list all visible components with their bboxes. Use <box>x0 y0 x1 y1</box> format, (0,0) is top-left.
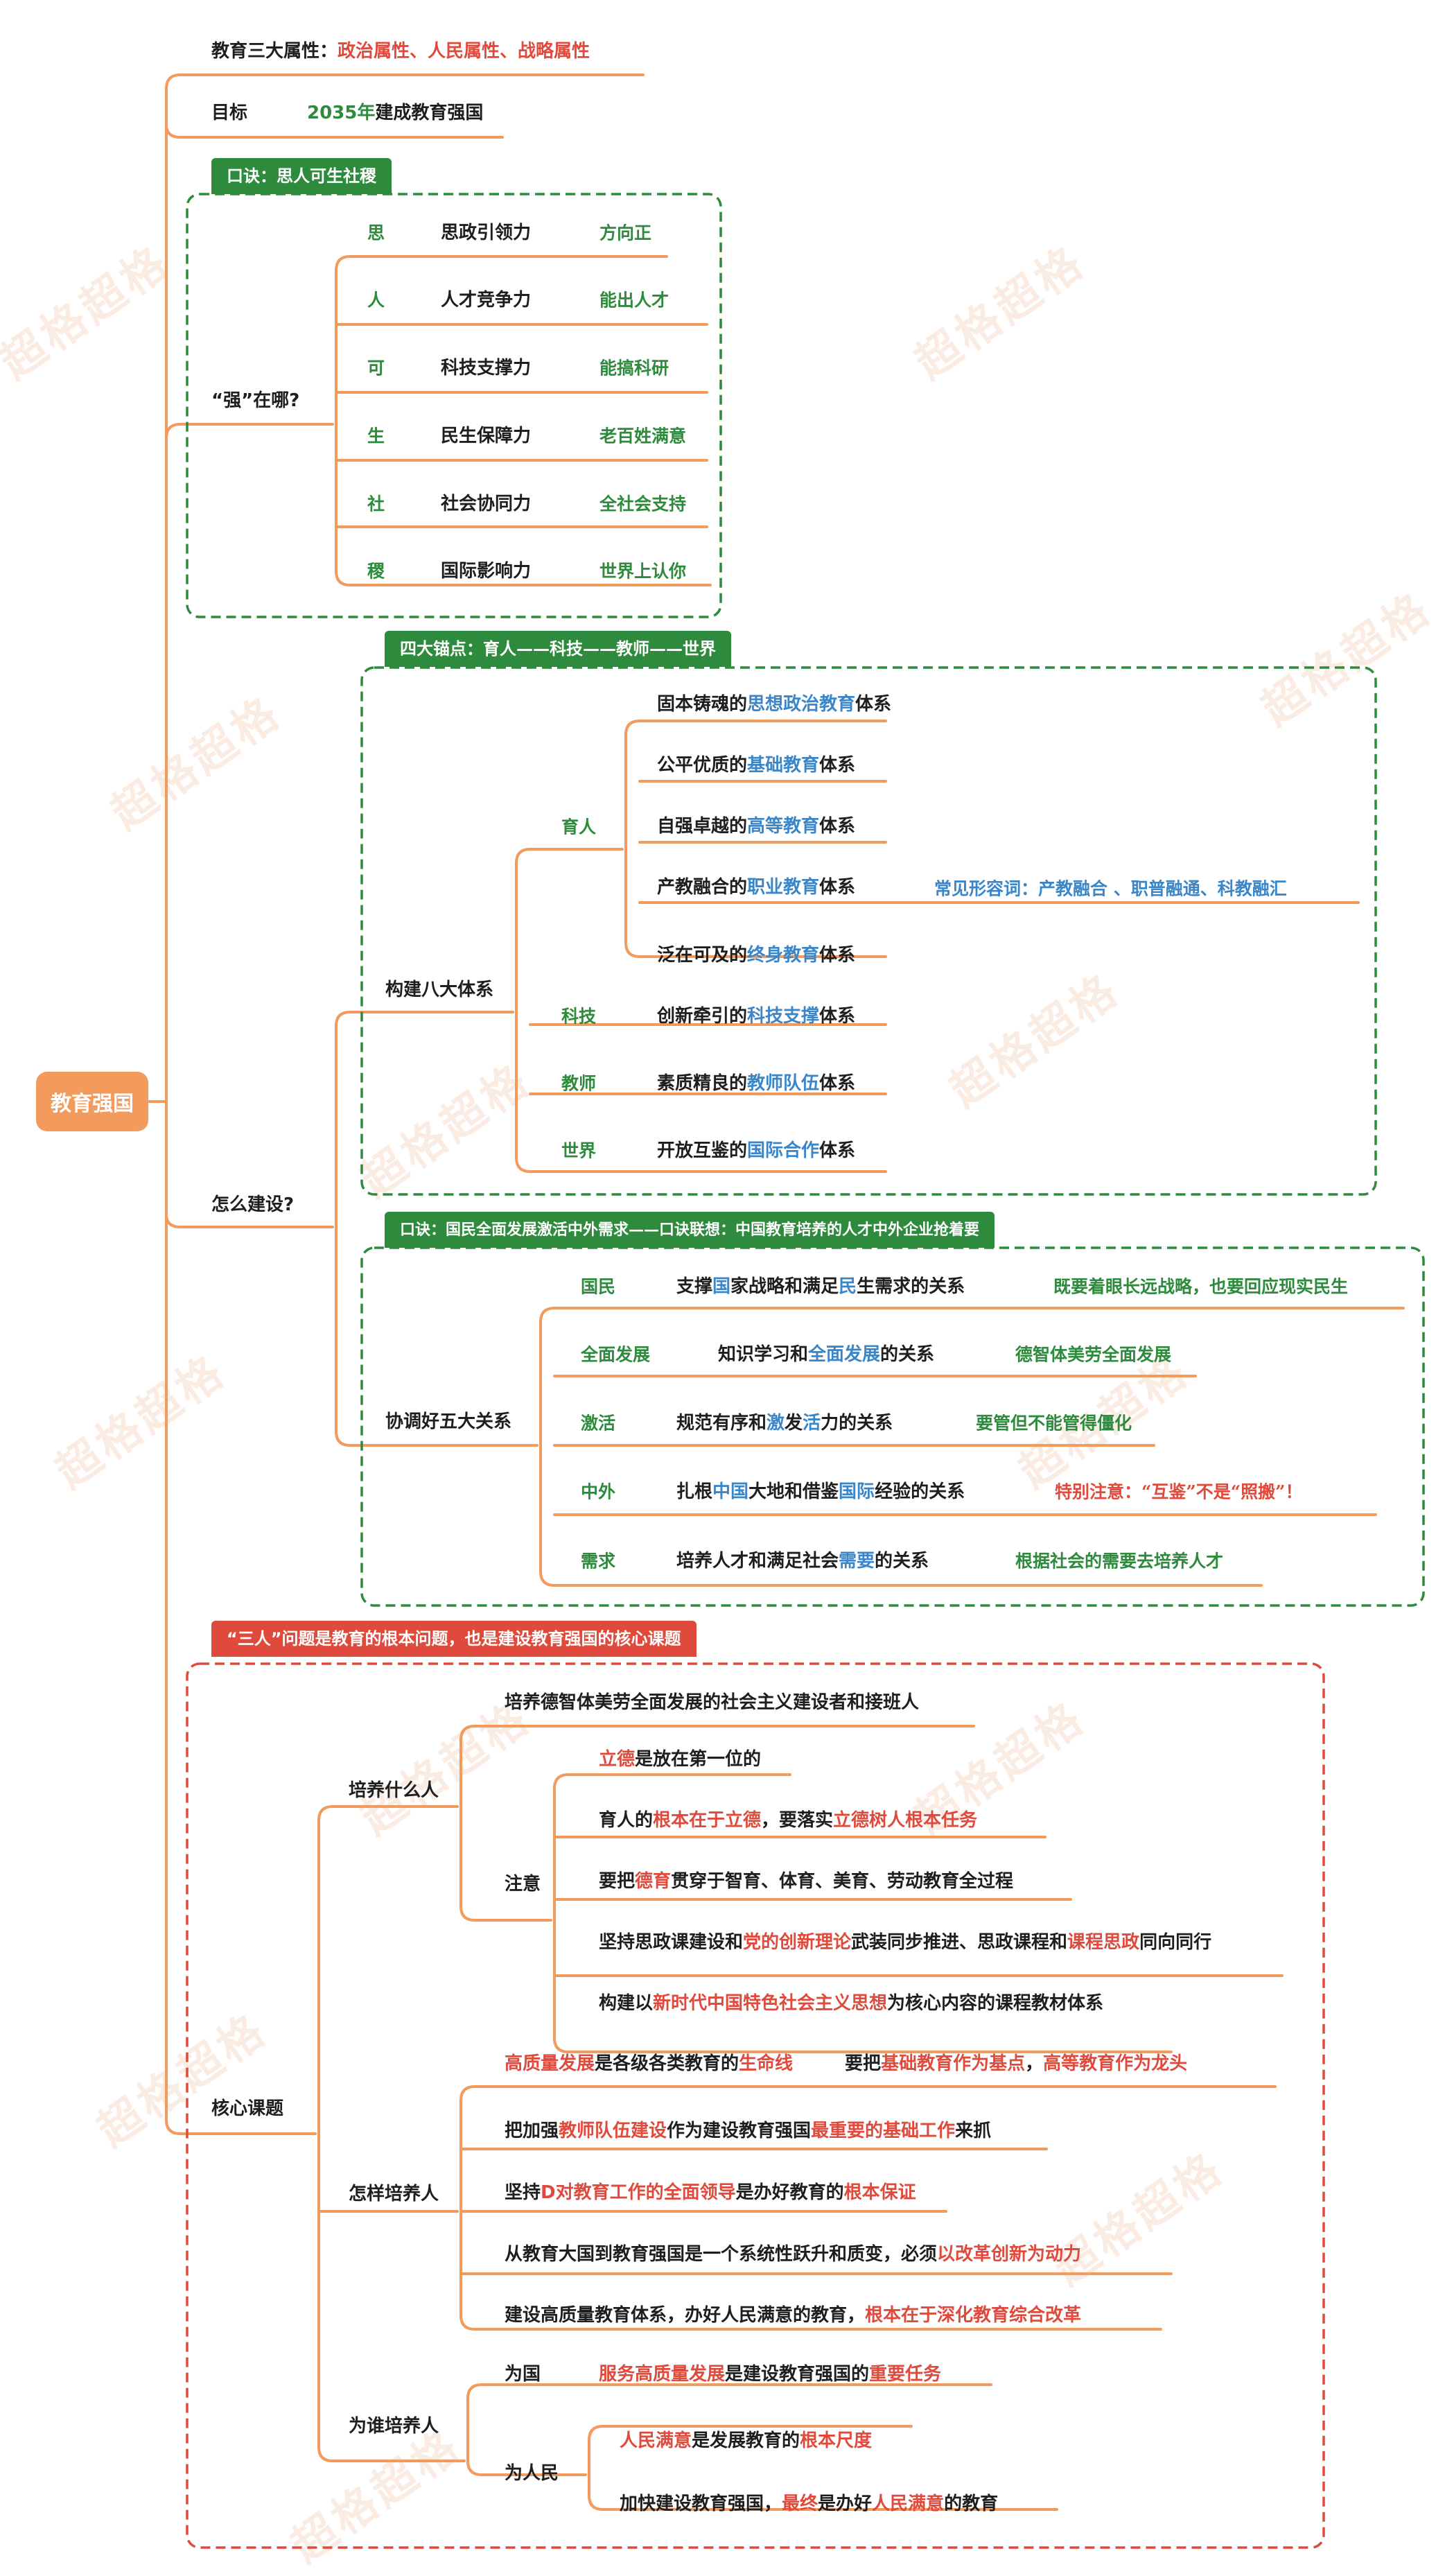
system-item[interactable]: 素质精良的教师队伍体系 <box>657 1073 856 1094</box>
strong-item[interactable]: 科技支撑力 <box>441 358 532 378</box>
five-relations-label[interactable]: 协调好五大关系 <box>385 1411 512 1432</box>
strong-key: 可 <box>367 358 385 378</box>
for-people-label[interactable]: 为人民 <box>505 2463 559 2484</box>
strong-key: 人 <box>367 290 385 311</box>
five-mnemonic-tag: 口诀：国民全面发展激活中外需求——口诀联想：中国教育培养的人才中外企业抢着要 <box>385 1212 995 1248</box>
attention-item[interactable]: 要把德育贯穿于智育、体育、美育、劳动教育全过程 <box>599 1871 1014 1892</box>
strong-branch[interactable]: “强”在哪? <box>211 390 300 411</box>
relation-key: 激活 <box>581 1413 616 1434</box>
group-keji: 科技 <box>561 1006 597 1027</box>
build-branch[interactable]: 怎么建设? <box>211 1194 295 1215</box>
system-item[interactable]: 自强卓越的高等教育体系 <box>657 816 856 837</box>
for-country-item[interactable]: 服务高质量发展是建设教育强国的重要任务 <box>599 2364 942 2385</box>
strong-note: 全社会支持 <box>599 494 687 514</box>
core-topic-tag: “三人”问题是教育的根本问题，也是建设教育强国的核心课题 <box>211 1621 697 1657</box>
how-item[interactable]: 把加强教师队伍建设作为建设教育强国最重要的基础工作来抓 <box>505 2121 992 2141</box>
group-yuren: 育人 <box>561 817 597 837</box>
attention-item[interactable]: 育人的根本在于立德，要落实立德树人根本任务 <box>599 1810 978 1831</box>
attributes-label: 教育三大属性： <box>211 41 338 62</box>
eight-systems-label[interactable]: 构建八大体系 <box>385 980 494 1000</box>
relation-key: 国民 <box>581 1276 616 1297</box>
strong-note: 能出人才 <box>599 290 669 311</box>
vocational-note: 常见形容词：产教融合 、职普融通、科教融汇 <box>934 878 1287 899</box>
relation-note: 特别注意：“互鉴”不是“照搬”！ <box>1055 1481 1303 1502</box>
relation-item[interactable]: 扎根中国大地和借鉴国际经验的关系 <box>676 1481 965 1502</box>
system-item[interactable]: 创新牵引的科技支撑体系 <box>657 1006 856 1027</box>
strong-item[interactable]: 思政引领力 <box>441 223 532 243</box>
for-people-item[interactable]: 人民满意是发展教育的根本尺度 <box>620 2430 873 2451</box>
goal-value[interactable]: 2035年建成教育强国 <box>307 104 483 122</box>
how-item[interactable]: 坚持D对教育工作的全面领导是办好教育的根本保证 <box>505 2182 916 2203</box>
strong-key: 思 <box>367 223 385 243</box>
attention-item[interactable]: 立德是放在第一位的 <box>599 1749 762 1770</box>
strong-note: 方向正 <box>599 223 652 243</box>
relation-item[interactable]: 知识学习和全面发展的关系 <box>718 1344 935 1365</box>
relation-item[interactable]: 支撑国家战略和满足民生需求的关系 <box>676 1276 965 1297</box>
relation-key: 中外 <box>581 1481 616 1502</box>
strong-key: 稷 <box>367 561 385 582</box>
system-item[interactable]: 开放互鉴的国际合作体系 <box>657 1140 856 1161</box>
for-people-item[interactable]: 加快建设教育强国，最终是办好人民满意的教育 <box>620 2494 999 2514</box>
relation-item[interactable]: 规范有序和激发活力的关系 <box>676 1413 893 1434</box>
what-label[interactable]: 培养什么人 <box>349 1780 439 1801</box>
who-label[interactable]: 为谁培养人 <box>349 2416 439 2437</box>
strong-note: 老百姓满意 <box>599 426 687 446</box>
group-jiaoshi: 教师 <box>561 1073 597 1094</box>
attention-label[interactable]: 注意 <box>505 1874 541 1895</box>
strong-key: 生 <box>367 426 385 446</box>
strong-item[interactable]: 社会协同力 <box>441 494 532 514</box>
how-item[interactable]: 高质量发展是各级各类教育的生命线要把基础教育作为基点，高等教育作为龙头 <box>505 2053 1188 2074</box>
root-node[interactable]: 教育强国 <box>36 1072 148 1131</box>
relation-note: 要管但不能管得僵化 <box>976 1413 1132 1434</box>
for-country-label[interactable]: 为国 <box>505 2364 541 2385</box>
system-item[interactable]: 产教融合的职业教育体系 <box>657 877 856 898</box>
how-label[interactable]: 怎样培养人 <box>349 2184 439 2204</box>
attributes-node[interactable]: 教育三大属性：政治属性、人民属性、战略属性 <box>211 42 590 60</box>
how-item[interactable]: 建设高质量教育体系，办好人民满意的教育，根本在于深化教育综合改革 <box>505 2305 1082 2326</box>
relation-note: 德智体美劳全面发展 <box>1015 1344 1172 1365</box>
relation-item[interactable]: 培养人才和满足社会需要的关系 <box>676 1551 929 1572</box>
strong-key: 社 <box>367 494 385 514</box>
relation-note: 根据社会的需要去培养人才 <box>1015 1551 1224 1572</box>
goal-text: 建成教育强国 <box>375 103 484 123</box>
attributes-value: 政治属性、人民属性、战略属性 <box>338 41 590 62</box>
strong-item[interactable]: 民生保障力 <box>441 426 532 446</box>
goal-label[interactable]: 目标 <box>211 103 248 123</box>
relation-key: 需求 <box>581 1551 616 1572</box>
system-item[interactable]: 公平优质的基础教育体系 <box>657 755 856 776</box>
how-item[interactable]: 从教育大国到教育强国是一个系统性跃升和质变，必须以改革创新为动力 <box>505 2244 1082 2265</box>
system-item[interactable]: 泛在可及的终身教育体系 <box>657 945 856 966</box>
strong-mnemonic-tag: 口诀：思人可生社稷 <box>211 158 392 194</box>
strong-note: 世界上认你 <box>599 561 687 582</box>
group-shijie: 世界 <box>561 1140 597 1161</box>
what-main[interactable]: 培养德智体美劳全面发展的社会主义建设者和接班人 <box>505 1692 920 1713</box>
goal-year: 2035年 <box>307 103 376 123</box>
relation-note: 既要着眼长远战略，也要回应现实民生 <box>1053 1276 1349 1297</box>
system-item[interactable]: 固本铸魂的思想政治教育体系 <box>657 694 892 715</box>
relation-key: 全面发展 <box>581 1344 651 1365</box>
strong-note: 能搞科研 <box>599 358 669 378</box>
core-branch[interactable]: 核心课题 <box>211 2098 284 2119</box>
strong-item[interactable]: 国际影响力 <box>441 561 532 582</box>
eight-anchor-tag: 四大锚点：育人——科技——教师——世界 <box>385 631 731 667</box>
strong-item[interactable]: 人才竞争力 <box>441 290 532 311</box>
attention-item[interactable]: 构建以新时代中国特色社会主义思想为核心内容的课程教材体系 <box>599 1993 1104 2014</box>
attention-item[interactable]: 坚持思政课建设和党的创新理论武装同步推进、思政课程和课程思政同向同行 <box>599 1932 1212 1953</box>
